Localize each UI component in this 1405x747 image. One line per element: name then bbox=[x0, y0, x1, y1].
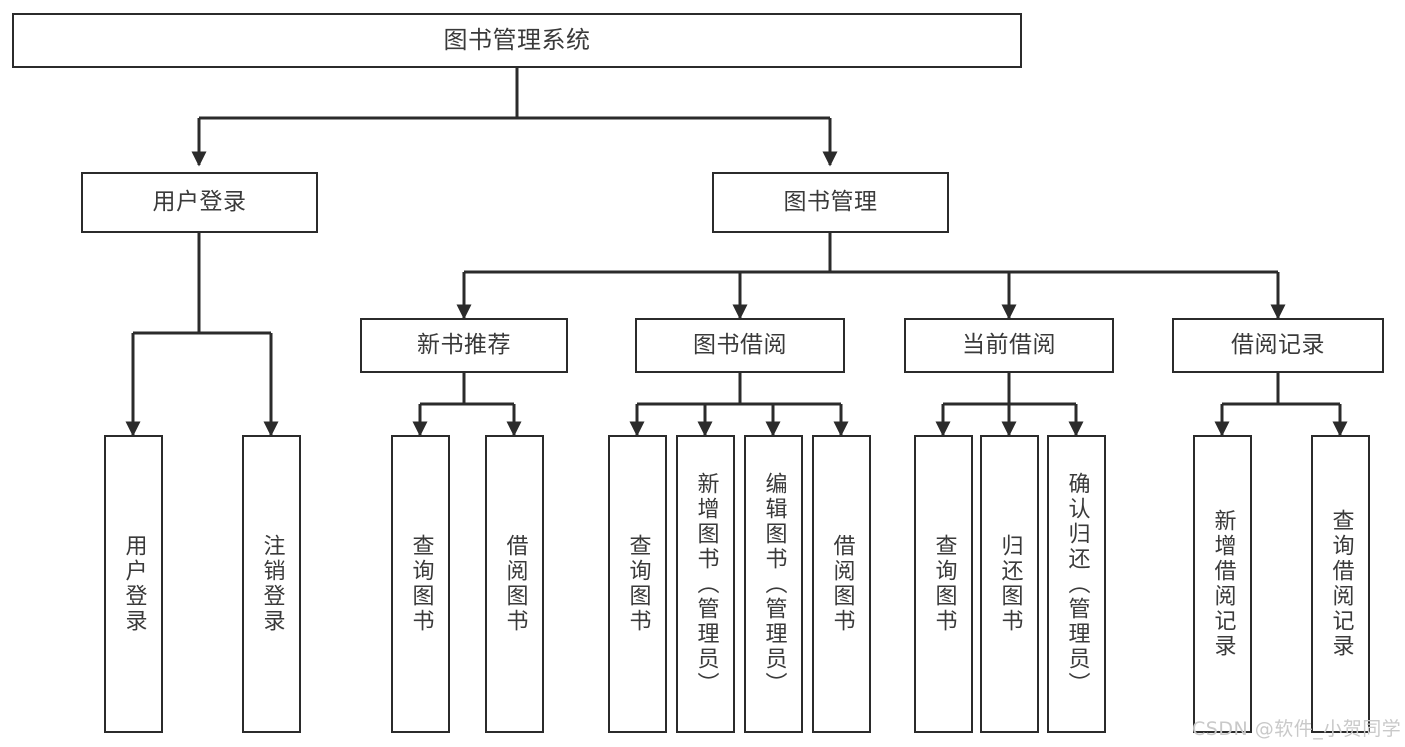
node-new-book-recommend-label: 新书推荐 bbox=[417, 331, 511, 358]
node-borrow-record-label: 借阅记录 bbox=[1231, 331, 1325, 358]
node-leaf-edit-book[interactable]: 编辑图书（管理员） bbox=[744, 435, 803, 733]
node-leaf-query-record-label: 查询借阅记录 bbox=[1328, 509, 1354, 659]
node-new-book-recommend[interactable]: 新书推荐 bbox=[360, 318, 568, 373]
node-book-manage-label: 图书管理 bbox=[783, 188, 878, 215]
watermark: CSDN @软件_小贺同学 bbox=[1192, 718, 1402, 740]
node-leaf-return-book-label: 归还图书 bbox=[997, 534, 1023, 634]
node-leaf-user-logout[interactable]: 注销登录 bbox=[242, 435, 301, 733]
node-leaf-borrow-book-1[interactable]: 借阅图书 bbox=[485, 435, 544, 733]
node-leaf-add-book-label: 新增图书（管理员） bbox=[693, 471, 719, 697]
node-book-borrow[interactable]: 图书借阅 bbox=[635, 318, 845, 373]
node-leaf-query-book-2[interactable]: 查询图书 bbox=[608, 435, 667, 733]
node-leaf-user-login[interactable]: 用户登录 bbox=[104, 435, 163, 733]
node-borrow-record[interactable]: 借阅记录 bbox=[1172, 318, 1384, 373]
node-leaf-query-book-1[interactable]: 查询图书 bbox=[391, 435, 450, 733]
node-leaf-confirm-return-label: 确认归还（管理员） bbox=[1064, 471, 1090, 697]
node-leaf-query-book-3[interactable]: 查询图书 bbox=[914, 435, 973, 733]
node-leaf-add-record[interactable]: 新增借阅记录 bbox=[1193, 435, 1252, 733]
node-root[interactable]: 图书管理系统 bbox=[12, 13, 1022, 68]
node-leaf-add-record-label: 新增借阅记录 bbox=[1210, 509, 1236, 659]
node-current-borrow[interactable]: 当前借阅 bbox=[904, 318, 1114, 373]
node-book-borrow-label: 图书借阅 bbox=[693, 331, 787, 358]
node-current-borrow-label: 当前借阅 bbox=[962, 331, 1056, 358]
node-leaf-user-login-label: 用户登录 bbox=[121, 534, 147, 634]
node-user-login-label: 用户登录 bbox=[152, 188, 247, 215]
node-leaf-query-book-1-label: 查询图书 bbox=[408, 534, 434, 634]
node-leaf-add-book[interactable]: 新增图书（管理员） bbox=[676, 435, 735, 733]
node-leaf-return-book[interactable]: 归还图书 bbox=[980, 435, 1039, 733]
node-leaf-query-record[interactable]: 查询借阅记录 bbox=[1311, 435, 1370, 733]
node-leaf-borrow-book-1-label: 借阅图书 bbox=[502, 534, 528, 634]
node-root-label: 图书管理系统 bbox=[443, 26, 591, 55]
node-user-login[interactable]: 用户登录 bbox=[81, 172, 318, 233]
node-leaf-query-book-3-label: 查询图书 bbox=[931, 534, 957, 634]
node-leaf-borrow-book-2[interactable]: 借阅图书 bbox=[812, 435, 871, 733]
node-leaf-confirm-return[interactable]: 确认归还（管理员） bbox=[1047, 435, 1106, 733]
node-leaf-user-logout-label: 注销登录 bbox=[259, 534, 285, 634]
node-leaf-query-book-2-label: 查询图书 bbox=[625, 534, 651, 634]
node-leaf-edit-book-label: 编辑图书（管理员） bbox=[761, 471, 787, 697]
node-leaf-borrow-book-2-label: 借阅图书 bbox=[829, 534, 855, 634]
node-book-manage[interactable]: 图书管理 bbox=[712, 172, 949, 233]
